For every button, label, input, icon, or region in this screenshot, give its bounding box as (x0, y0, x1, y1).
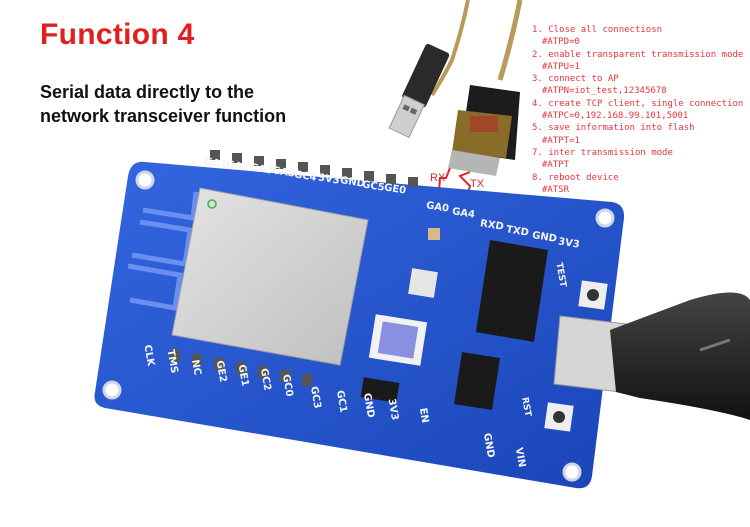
wifi-module (171, 187, 369, 366)
instruction-step: 7. inter transmission mode (532, 147, 673, 158)
instruction-step: 4. create TCP client, single connection (532, 98, 744, 109)
instruction-step: 2. enable transparent transmission mode (532, 49, 744, 60)
pin-label-en: EN (416, 407, 431, 424)
instruction-step: 1. Close all connectiosn (532, 25, 663, 35)
instruction-step: 8. reboot device (532, 172, 619, 183)
instruction-command: #ATPT=1 (542, 135, 580, 146)
page-title: Function 4 (40, 18, 195, 51)
db9-adapter (448, 85, 520, 176)
instruction-command: #ATPC=0,192.168.99.101,5001 (542, 111, 689, 122)
instruction-command: #ATPU=1 (542, 61, 580, 72)
serial-cable (430, 0, 470, 97)
usb-cable (610, 292, 750, 420)
subtitle-line-2: network transceiver function (40, 106, 287, 126)
instruction-list: 1. Close all connectiosn #ATPD=0 2. enab… (532, 24, 750, 196)
instruction-command: #ATPT (542, 160, 570, 171)
instruction-command: #ATPD=0 (542, 37, 580, 48)
instruction-command: #ATPN=iot_test,12345678 (542, 86, 667, 97)
uart-chip (476, 240, 548, 342)
subtitle-line-1: Serial data directly to the (40, 82, 255, 102)
voltage-regulator (454, 352, 500, 410)
bottom-header (170, 350, 312, 386)
instruction-step: 3. connect to AP (532, 74, 619, 85)
subtitle: Serial data directly to the network tran… (40, 80, 360, 128)
rx-label: RX (430, 172, 446, 184)
instruction-command: #ATSR (542, 184, 570, 195)
usb-a-plug (388, 43, 450, 139)
tx-label: TX (470, 178, 485, 190)
instruction-step: 5. save information into flash (532, 123, 695, 134)
antenna-trace (127, 191, 199, 311)
top-header (210, 150, 418, 187)
